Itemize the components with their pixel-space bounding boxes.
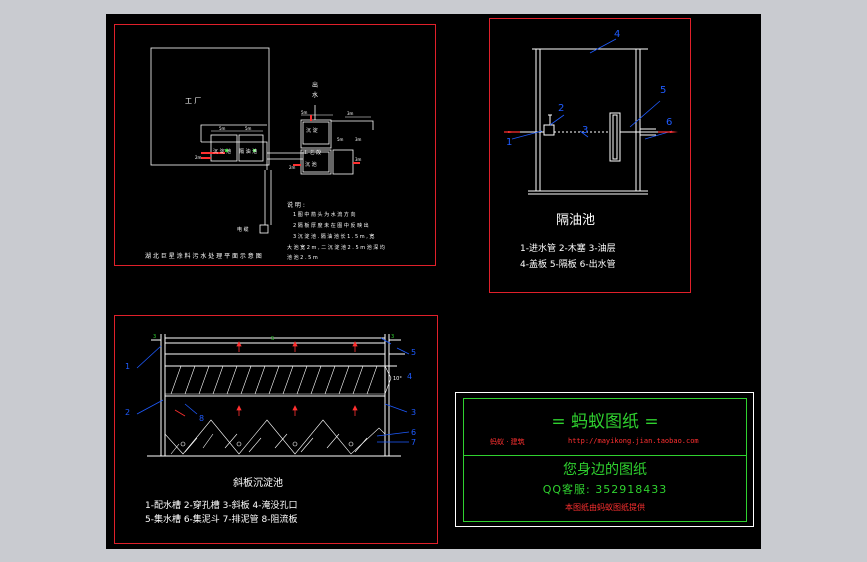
notes-title: 说 明 :: [287, 202, 305, 209]
oil-legend-line-2: 4-盖板 5-隔板 6-出水管: [520, 260, 616, 270]
plant-layout-panel: 工 厂 出 水 沉 淀 池 隔 油 池 沉 淀 工 艺 段 沉 池 5m 5m …: [114, 24, 436, 266]
note-3: 3 沉 淀 池 . 隔 油 池 长 1 . 5 m , 宽: [293, 234, 375, 240]
callout-6: 6: [666, 117, 673, 128]
cable-label: 电 缆: [237, 227, 249, 233]
callout-1: 1: [506, 137, 513, 148]
room-label-sedimentation: 沉 淀 池: [213, 149, 232, 155]
dim-1: 5m: [219, 126, 226, 131]
room-label-pool: 沉 池: [305, 162, 317, 168]
note-1: 1 图 中 箭 头 为 水 流 方 向: [293, 212, 356, 218]
title-block-url[interactable]: http://mayikong.jian.taobao.com: [568, 437, 699, 445]
note-2: 2 隔 板 厚 度 未 在 图 中 反 映 出: [293, 223, 369, 229]
settler-callout-8: 8: [199, 414, 205, 423]
settler-dim-3: 3: [391, 334, 395, 340]
callout-3: 3: [582, 125, 589, 136]
dim-4: 2m: [195, 155, 202, 160]
title-block-divider: [464, 455, 746, 456]
dim-3: 3m: [347, 111, 354, 116]
settler-legend-line-1: 1-配水槽 2-穿孔槽 3-斜板 4-淹没孔口: [145, 501, 298, 511]
settler-callout-1: 1: [125, 362, 131, 371]
title-block-qq: QQ客服: 352918433: [542, 483, 668, 496]
room-label-oil: 隔 油 池: [239, 149, 258, 155]
oil-separator-panel: 4 5 6 1 2 3 隔油池 1-进水管 2-木塞 3-油层 4-盖板 5-隔…: [489, 18, 691, 293]
title-block-main: = 蚂蚁图纸 =: [551, 412, 659, 432]
outlet-label: 出 水: [312, 82, 319, 99]
title-block-slogan: 您身边的图纸: [563, 462, 647, 478]
plant-caption: 湖 北 巨 星 涂 料 污 水 处 理 平 面 示 意 图: [145, 253, 262, 260]
settler-dim-1: 3: [153, 334, 157, 340]
settler-callout-6: 6: [411, 428, 417, 437]
settler-callout-3: 3: [411, 408, 417, 417]
settler-panel: 1 2 3 4 5 6 7 8 3 S 3 10° 斜板沉淀池 1-配水槽 2-…: [114, 315, 438, 544]
room-label-process: 工 艺 段: [303, 150, 322, 156]
callout-2: 2: [558, 103, 565, 114]
title-block: = 蚂蚁图纸 = 蚂蚁 · 建筑 http://mayikong.jian.ta…: [455, 392, 754, 527]
oil-separator-title: 隔油池: [556, 213, 596, 228]
room-label-settle: 沉 淀: [306, 128, 318, 134]
settler-callout-4: 4: [407, 372, 413, 381]
factory-label: 工 厂: [185, 97, 202, 105]
title-block-note: 本图纸由蚂蚁图纸提供: [565, 503, 645, 512]
dim-7: 3m: [355, 137, 362, 142]
settler-angle: 10°: [393, 376, 402, 382]
dim-5: 5m: [301, 110, 308, 115]
dim-2: 5m: [245, 126, 252, 131]
note-4: 大 池 宽 2 m , 二 沉 淀 池 2 . 5 m 池 深 均: [287, 245, 385, 251]
oil-legend-line-1: 1-进水管 2-木塞 3-油层: [520, 244, 616, 254]
oil-separator-drawing: [504, 38, 678, 195]
plant-layout-drawing: [150, 47, 374, 234]
drawing-sheet: 工 厂 出 水 沉 淀 池 隔 油 池 沉 淀 工 艺 段 沉 池 5m 5m …: [106, 14, 761, 549]
settler-callout-7: 7: [411, 438, 417, 447]
settler-callout-5: 5: [411, 348, 417, 357]
dim-8: 3m: [355, 157, 362, 162]
settler-dim-2: S: [271, 336, 275, 342]
callout-4: 4: [614, 29, 621, 40]
settler-title: 斜板沉淀池: [233, 478, 283, 489]
settler-legend-line-2: 5-集水槽 6-集泥斗 7-排泥管 8-阻流板: [145, 515, 298, 525]
settler-callout-2: 2: [125, 408, 131, 417]
dim-6: 5m: [337, 137, 344, 142]
callout-5: 5: [660, 85, 667, 96]
settler-drawing: [136, 334, 410, 457]
dim-9: 2m: [289, 165, 296, 170]
title-block-inner: = 蚂蚁图纸 = 蚂蚁 · 建筑 http://mayikong.jian.ta…: [463, 398, 747, 522]
note-5: 池 池 2 . 5 m: [287, 255, 318, 261]
title-block-sub: 蚂蚁 · 建筑: [490, 438, 525, 446]
